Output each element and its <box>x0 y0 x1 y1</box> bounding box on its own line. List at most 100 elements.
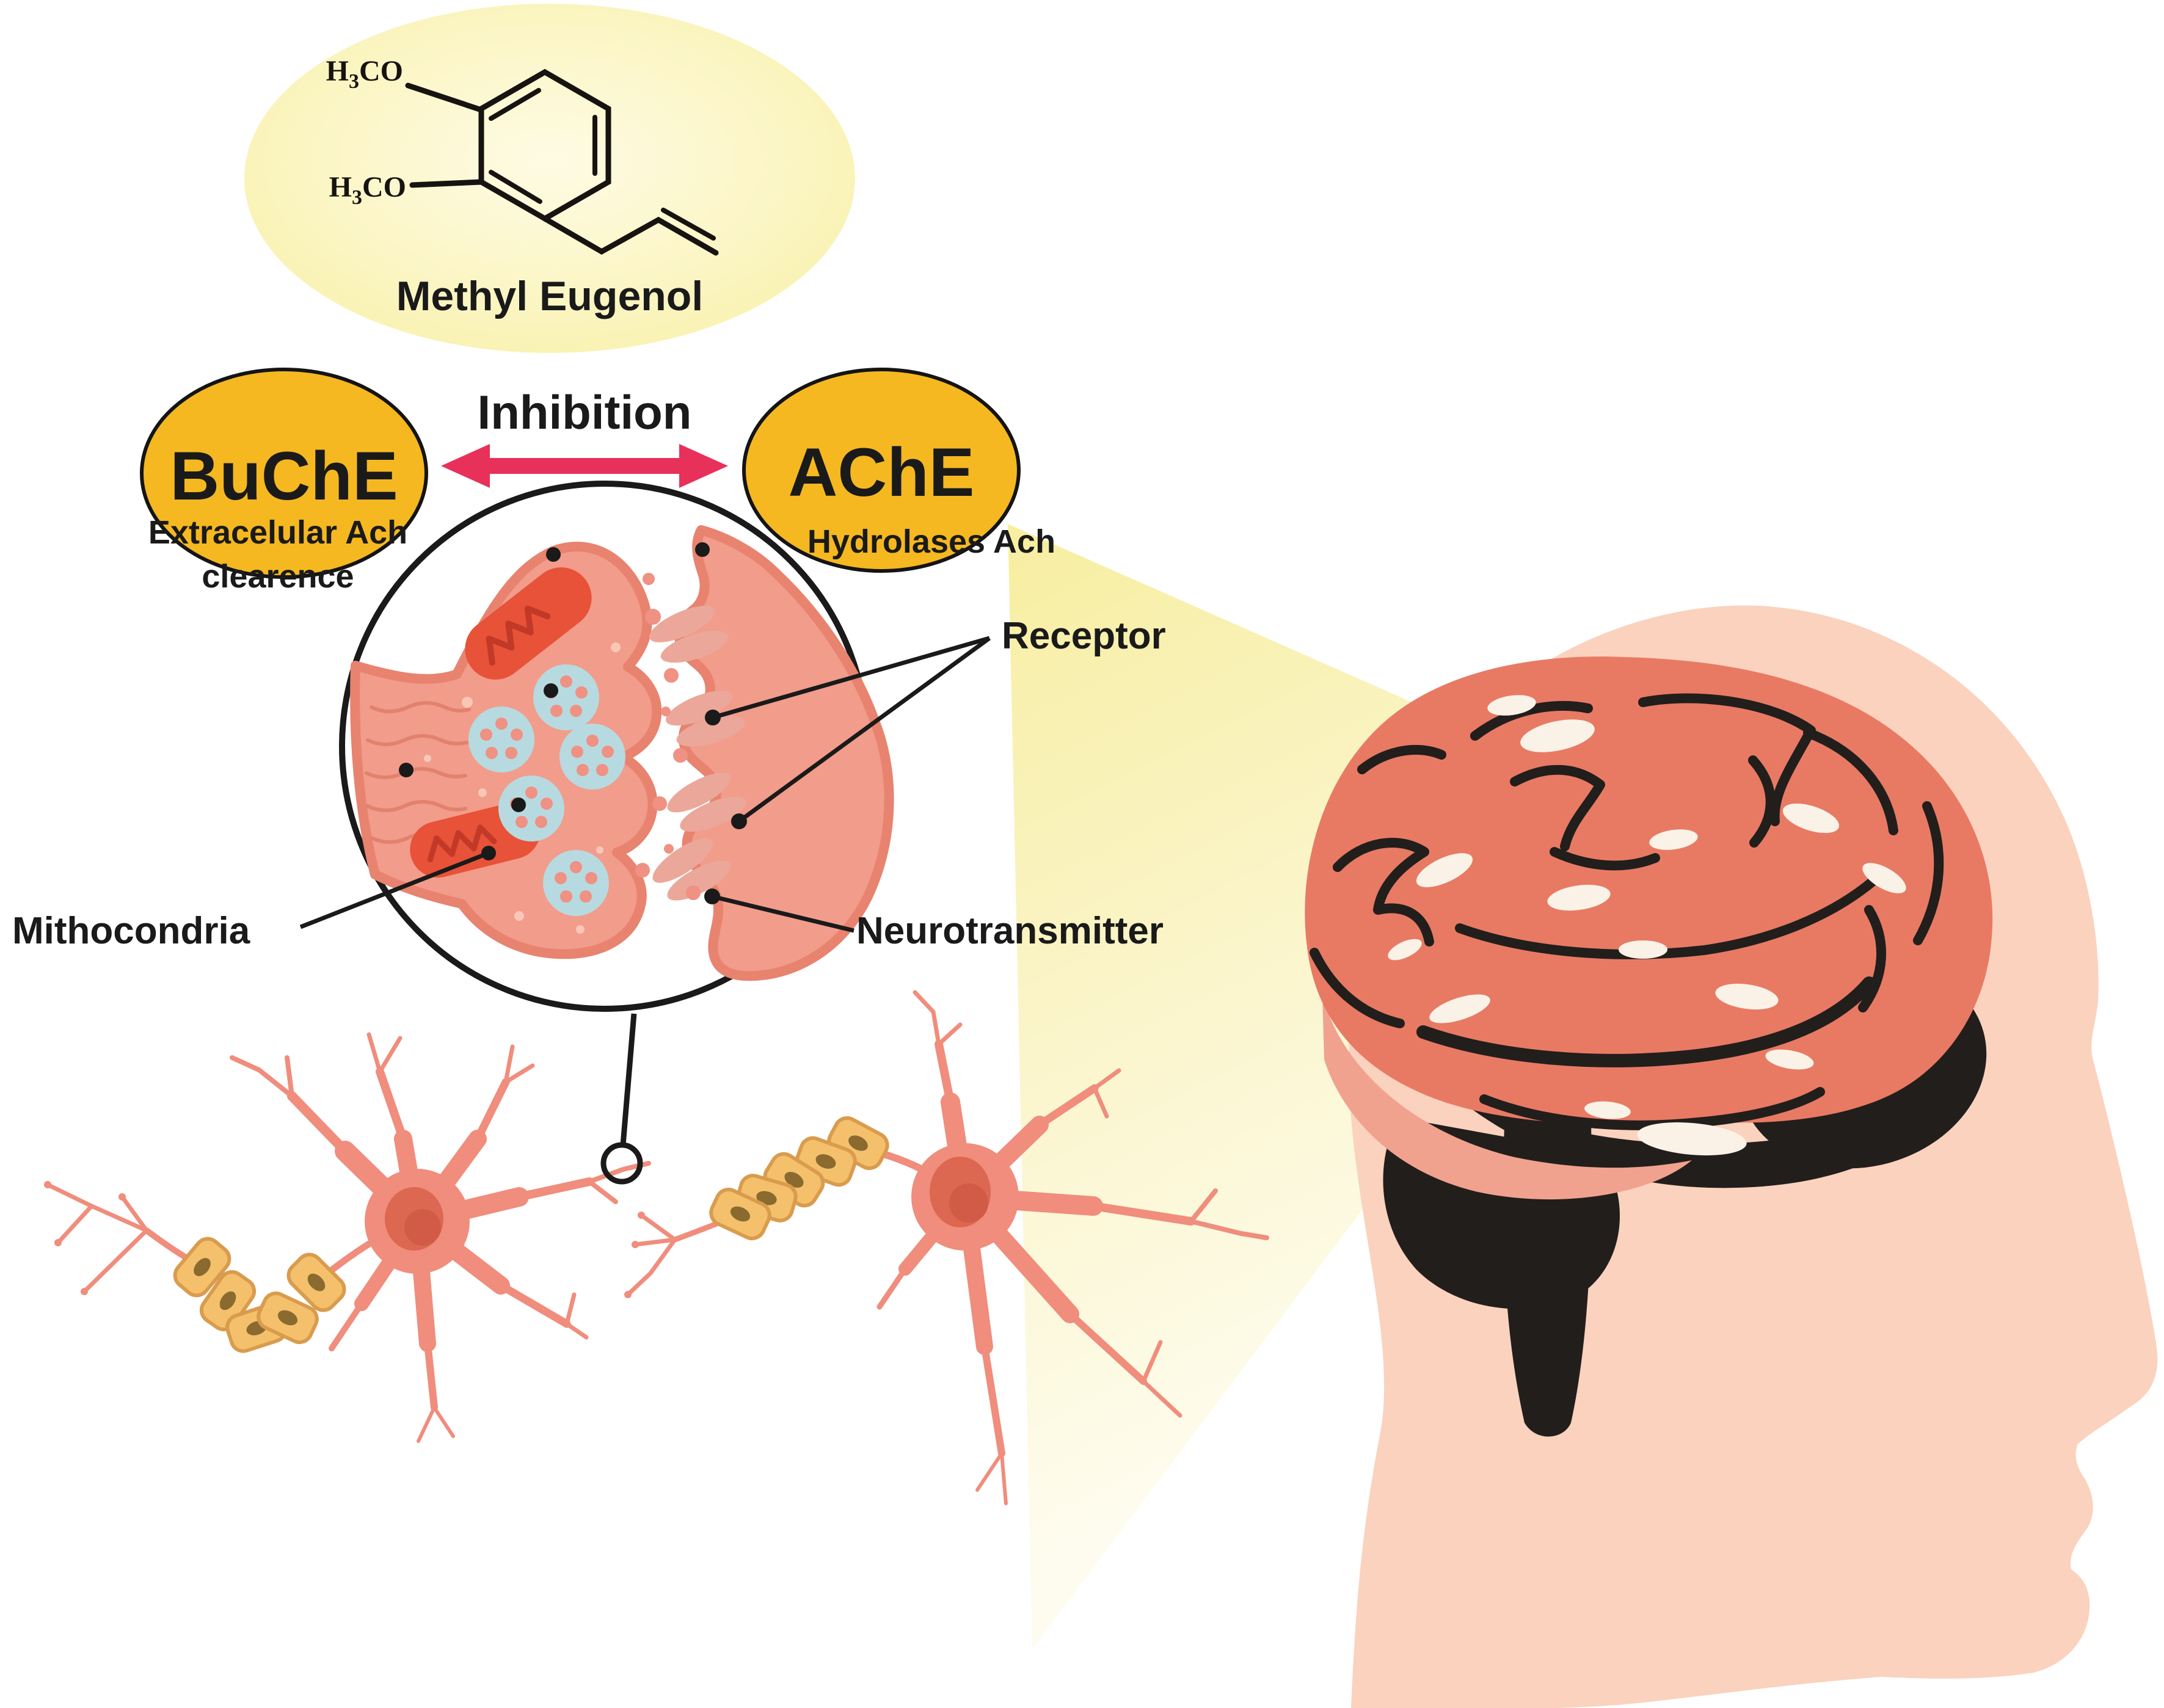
neuron-1 <box>44 1032 651 1443</box>
twig-tip <box>44 1181 51 1188</box>
twig-tip <box>54 1239 62 1246</box>
speckle <box>462 697 473 708</box>
double-bond <box>489 170 542 204</box>
nt-dot <box>664 668 679 683</box>
buche-label: BuChE <box>170 438 398 514</box>
marker-dot <box>399 763 413 777</box>
vesicle <box>498 776 564 841</box>
dendrite <box>1189 1188 1269 1240</box>
dendrite <box>913 990 963 1047</box>
dendrite <box>1092 1068 1121 1119</box>
methoxy-bond-bottom <box>409 179 484 188</box>
zoom-connector <box>600 1013 643 1185</box>
fibril <box>365 767 467 779</box>
dendrite <box>1035 1084 1099 1129</box>
speckle <box>514 911 524 921</box>
highlight <box>1715 983 1779 1010</box>
sulcus <box>1310 948 1405 1028</box>
highlight <box>1487 695 1536 716</box>
twig-tip <box>624 1291 632 1298</box>
neuron-2-axon <box>876 1149 927 1174</box>
sulcus <box>1333 837 1434 947</box>
twig-tip <box>118 1193 126 1201</box>
molecule-name: Methyl Eugenol <box>396 273 703 319</box>
neuron-1-nucleolus <box>404 1209 441 1246</box>
axon-terminal-twig <box>625 1213 677 1297</box>
sulcus <box>1455 874 1880 959</box>
brain-underside <box>1322 995 1692 1200</box>
sulcus <box>1510 765 1605 851</box>
vesicle <box>533 664 599 730</box>
dendrite <box>329 1301 365 1351</box>
neuron-2-nucleolus <box>949 1183 988 1223</box>
synapse-labels: Receptor Mithocondria Neurotransmitter <box>12 615 1166 952</box>
speckle <box>611 642 621 652</box>
sulcus <box>1913 801 1944 945</box>
highlight <box>1547 884 1611 911</box>
sulcus <box>1470 701 1593 741</box>
inhibition-arrow <box>441 444 728 488</box>
speckle <box>576 925 585 934</box>
dendrite <box>1141 1340 1182 1418</box>
dendrite <box>287 1091 350 1156</box>
methoxy-bond-top <box>405 82 484 113</box>
dendrite <box>981 1343 1005 1457</box>
dendrite <box>424 1340 438 1411</box>
sulcus <box>1748 755 1776 848</box>
vesicle <box>543 850 609 916</box>
zoom-origin-circle <box>600 1142 643 1185</box>
fibril <box>370 701 471 713</box>
vesicle <box>559 724 625 790</box>
brain-highlights <box>1388 695 1906 1156</box>
highlight <box>1637 1122 1747 1156</box>
dendrite <box>1089 1202 1195 1226</box>
nt-dot <box>661 707 671 716</box>
nt-dot <box>673 748 688 763</box>
twig-tip <box>632 1241 639 1248</box>
neurotransmitter-label: Neurotransmitter <box>856 910 1164 952</box>
dendrite <box>975 1452 1008 1505</box>
vesicle <box>468 707 534 772</box>
marker-dot <box>511 798 526 812</box>
dendrite <box>503 1044 535 1085</box>
dendrite <box>417 1406 455 1443</box>
connector-line <box>620 1013 637 1146</box>
dendrite <box>473 1078 510 1143</box>
brain-under-shadow <box>1393 968 1975 1188</box>
axon-terminal-twig <box>82 1228 149 1294</box>
sulcus <box>1416 976 1876 1067</box>
sulcus <box>1638 693 1816 826</box>
nt-dot <box>652 796 667 811</box>
synapse-view <box>299 481 991 1012</box>
callout-lines <box>299 636 991 933</box>
speckle <box>596 846 603 854</box>
axon-terminal-twig <box>120 1194 149 1233</box>
molecule-structure <box>405 68 719 256</box>
molecule-panel: H3CO H3CO Methyl Eugenol <box>244 4 855 353</box>
highlight <box>1782 803 1840 834</box>
highlight <box>1429 994 1490 1023</box>
nt-dot <box>664 844 674 854</box>
twig-tip <box>638 1212 645 1219</box>
axon-terminal-twig <box>56 1204 94 1245</box>
neurotransmitter-line <box>712 894 854 933</box>
brain-sulci <box>1310 693 1944 1130</box>
receptor-line-upper <box>712 636 990 720</box>
nt-dot <box>635 863 650 878</box>
dendrite <box>497 1281 571 1328</box>
sulcus <box>1357 745 1446 774</box>
marker-dot <box>544 683 558 698</box>
nt-dot <box>643 573 655 585</box>
dendrite <box>934 1040 955 1107</box>
fibril <box>366 800 467 812</box>
head-with-brain <box>1305 605 2158 1708</box>
nt-dot <box>686 885 701 900</box>
neuron-1-axon-terminal <box>44 1181 149 1295</box>
methoxy-bottom-text: H3CO <box>329 171 406 209</box>
sulcus <box>1550 847 1660 871</box>
dendrite <box>515 1177 594 1201</box>
highlight <box>1765 1049 1814 1070</box>
allyl-chain <box>542 216 719 256</box>
sulcus <box>1803 728 1898 835</box>
